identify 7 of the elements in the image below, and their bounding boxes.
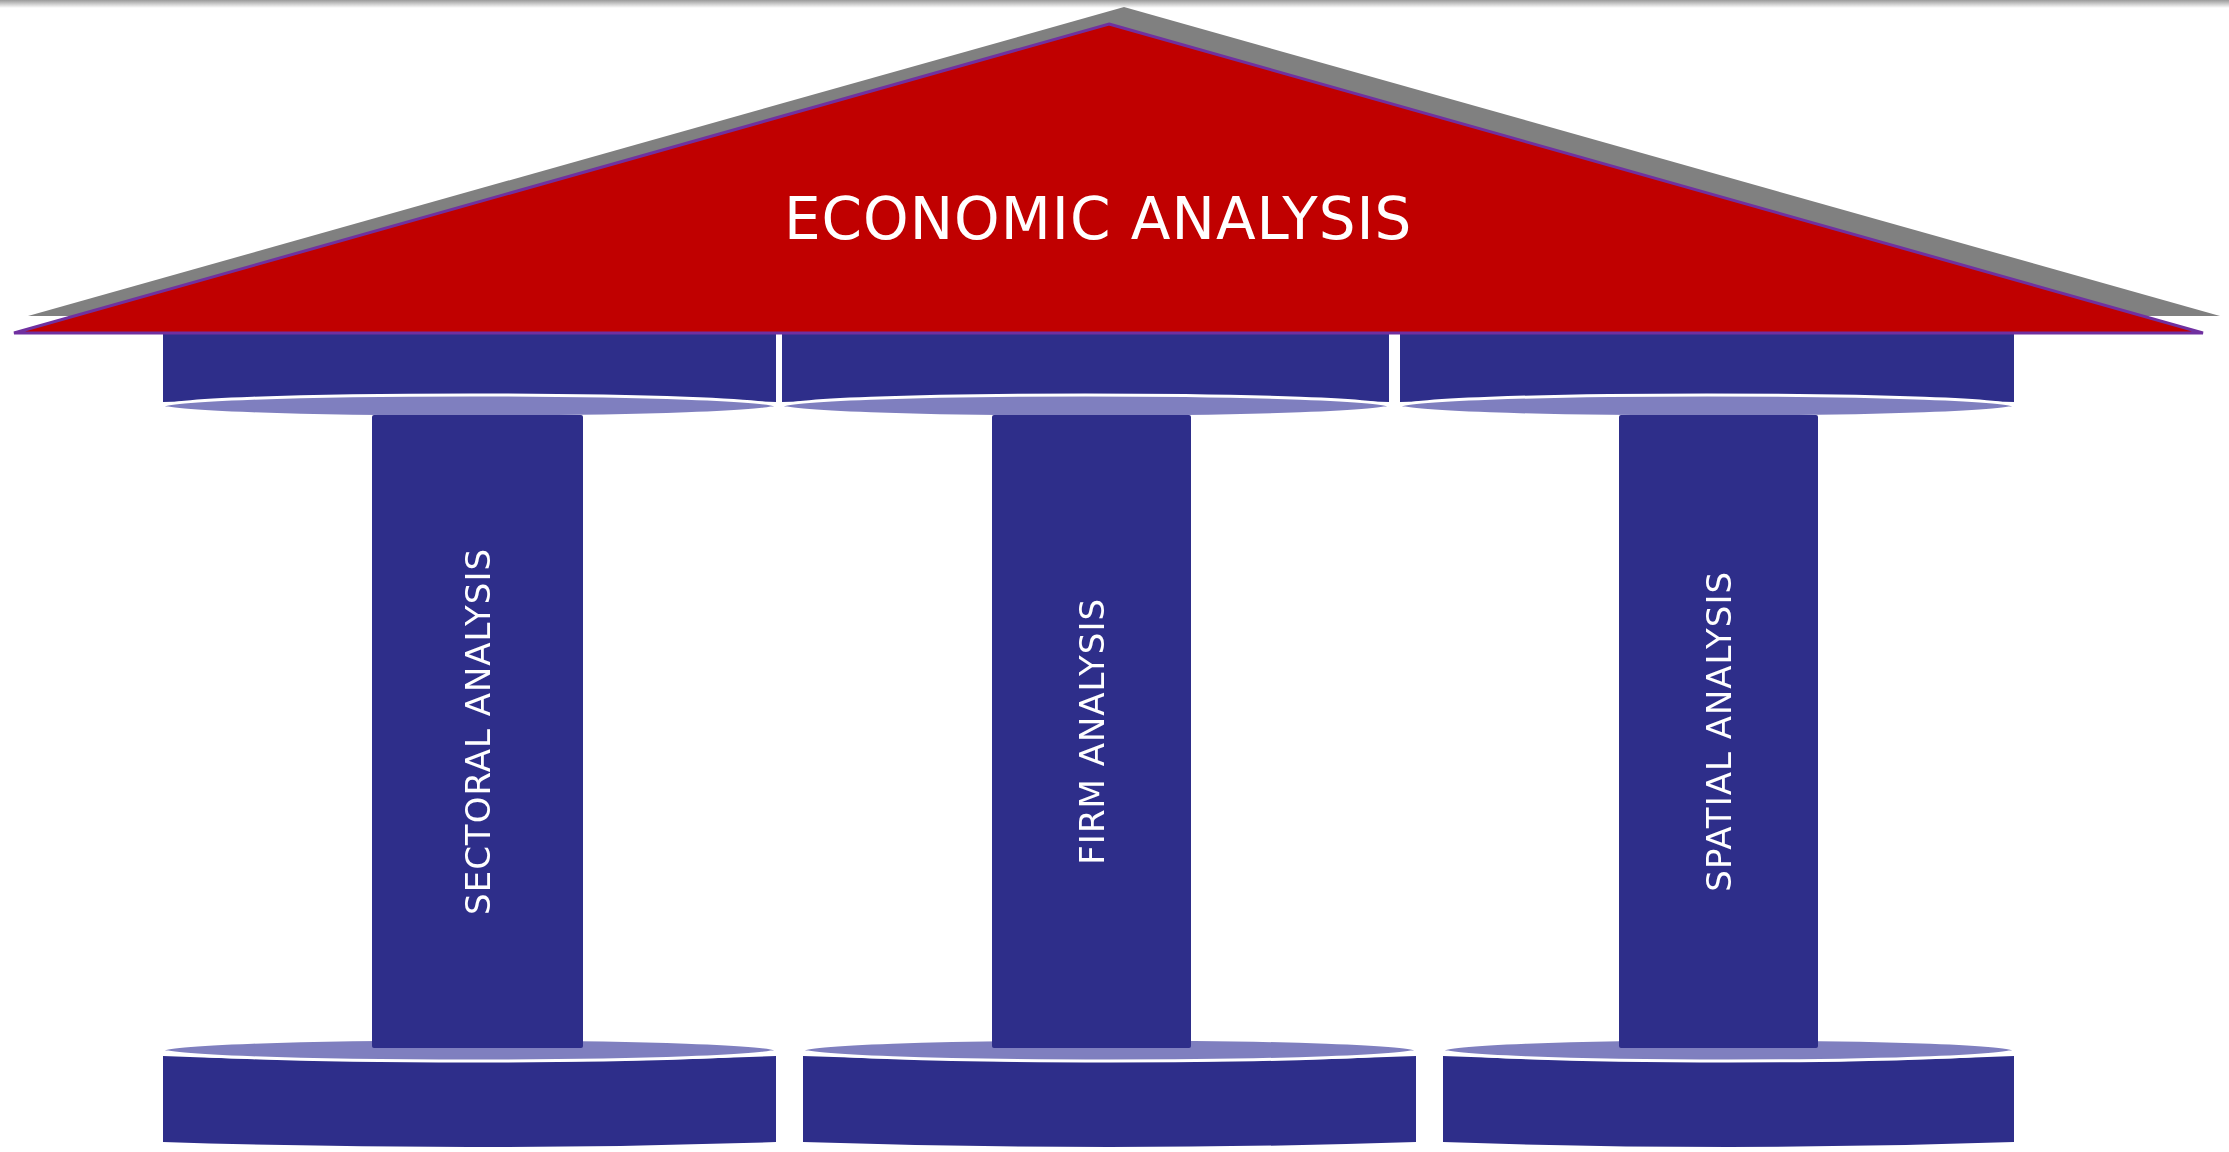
column-shaft (372, 415, 583, 1048)
column-label: SECTORAL ANALYSIS (457, 548, 498, 915)
column-label: FIRM ANALYSIS (1071, 598, 1112, 865)
roof-title: ECONOMIC ANALYSIS (783, 185, 1413, 253)
column-label: SPATIAL ANALYSIS (1698, 571, 1739, 892)
column-shaft (1619, 415, 1818, 1048)
column-shaft (992, 415, 1191, 1048)
